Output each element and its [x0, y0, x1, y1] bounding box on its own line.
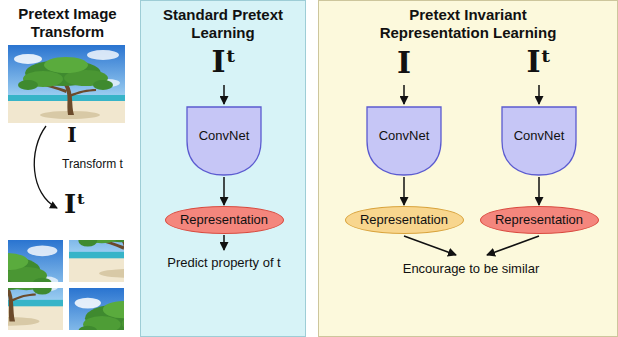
image-symbol: I [67, 123, 76, 147]
convnet-outline [502, 107, 576, 175]
transform-arrow [34, 126, 57, 208]
panel-title: Pretext Image Transform [0, 5, 135, 41]
representation-label: Representation [180, 212, 268, 228]
convnet-block: ConvNet [186, 106, 262, 176]
panel-title-holder: Pretext Image Transform [0, 5, 135, 41]
image-symbol-holder: Iᵗ [64, 190, 86, 219]
convnet-label-wrap: ConvNet [186, 106, 262, 144]
convnet-block: ConvNet [366, 106, 442, 176]
merge-arrow [404, 236, 456, 255]
arrow-connector [223, 177, 225, 205]
merge-arrow [487, 236, 539, 255]
convnet-block: ConvNet [501, 106, 577, 176]
objective-label: Encourage to be similar [403, 261, 540, 276]
output-label-holder: Predict property of t [167, 253, 280, 271]
image-symbol: I [397, 45, 411, 80]
objective-label-holder: Encourage to be similar [403, 259, 540, 277]
arrow-connector [403, 177, 405, 205]
transform-label: Transform t [62, 157, 123, 171]
convnet-outline [367, 107, 441, 175]
puzzle-tile [0, 246, 63, 330]
convnet-label: ConvNet [186, 128, 262, 144]
convnet-label-wrap: ConvNet [501, 106, 577, 144]
puzzle-tile [69, 288, 140, 337]
image-symbol-holder: Iᵗ [211, 45, 236, 78]
convnet-label: ConvNet [501, 128, 577, 144]
arrow-connector [538, 177, 540, 205]
output-arrow [223, 235, 225, 250]
representation-ellipse: Representation [345, 206, 464, 234]
input-arrow [538, 85, 540, 104]
image-symbol-holder: I [397, 46, 411, 79]
convnet-outline [187, 107, 261, 175]
image-symbol: Iᵗ [64, 189, 86, 219]
method-panel: Standard Pretext LearningConvNetRepresen… [140, 0, 306, 337]
image-symbol: Iᵗ [211, 44, 236, 79]
image-symbol-holder: I [67, 124, 76, 146]
method-panel: Pretext Invariant Representation Learnin… [318, 0, 618, 337]
representation-ellipse: Representation [165, 206, 284, 234]
representation-ellipse: Representation [480, 206, 599, 234]
input-arrow [403, 85, 405, 104]
panel-arrows [319, 1, 617, 336]
image-symbol: Iᵗ [526, 44, 551, 79]
input-arrow [223, 85, 225, 104]
representation-label: Representation [495, 212, 583, 228]
panel-title: Standard Pretext Learning [143, 6, 303, 42]
panel-title: Pretext Invariant Representation Learnin… [368, 6, 568, 42]
output-label: Predict property of t [167, 255, 280, 270]
convnet-label-wrap: ConvNet [366, 106, 442, 144]
convnet-label: ConvNet [366, 128, 442, 144]
image-symbol-holder: Iᵗ [526, 45, 551, 78]
tree-photo [8, 45, 125, 123]
transform-label-holder: Transform t [62, 154, 123, 172]
representation-label: Representation [360, 212, 448, 228]
